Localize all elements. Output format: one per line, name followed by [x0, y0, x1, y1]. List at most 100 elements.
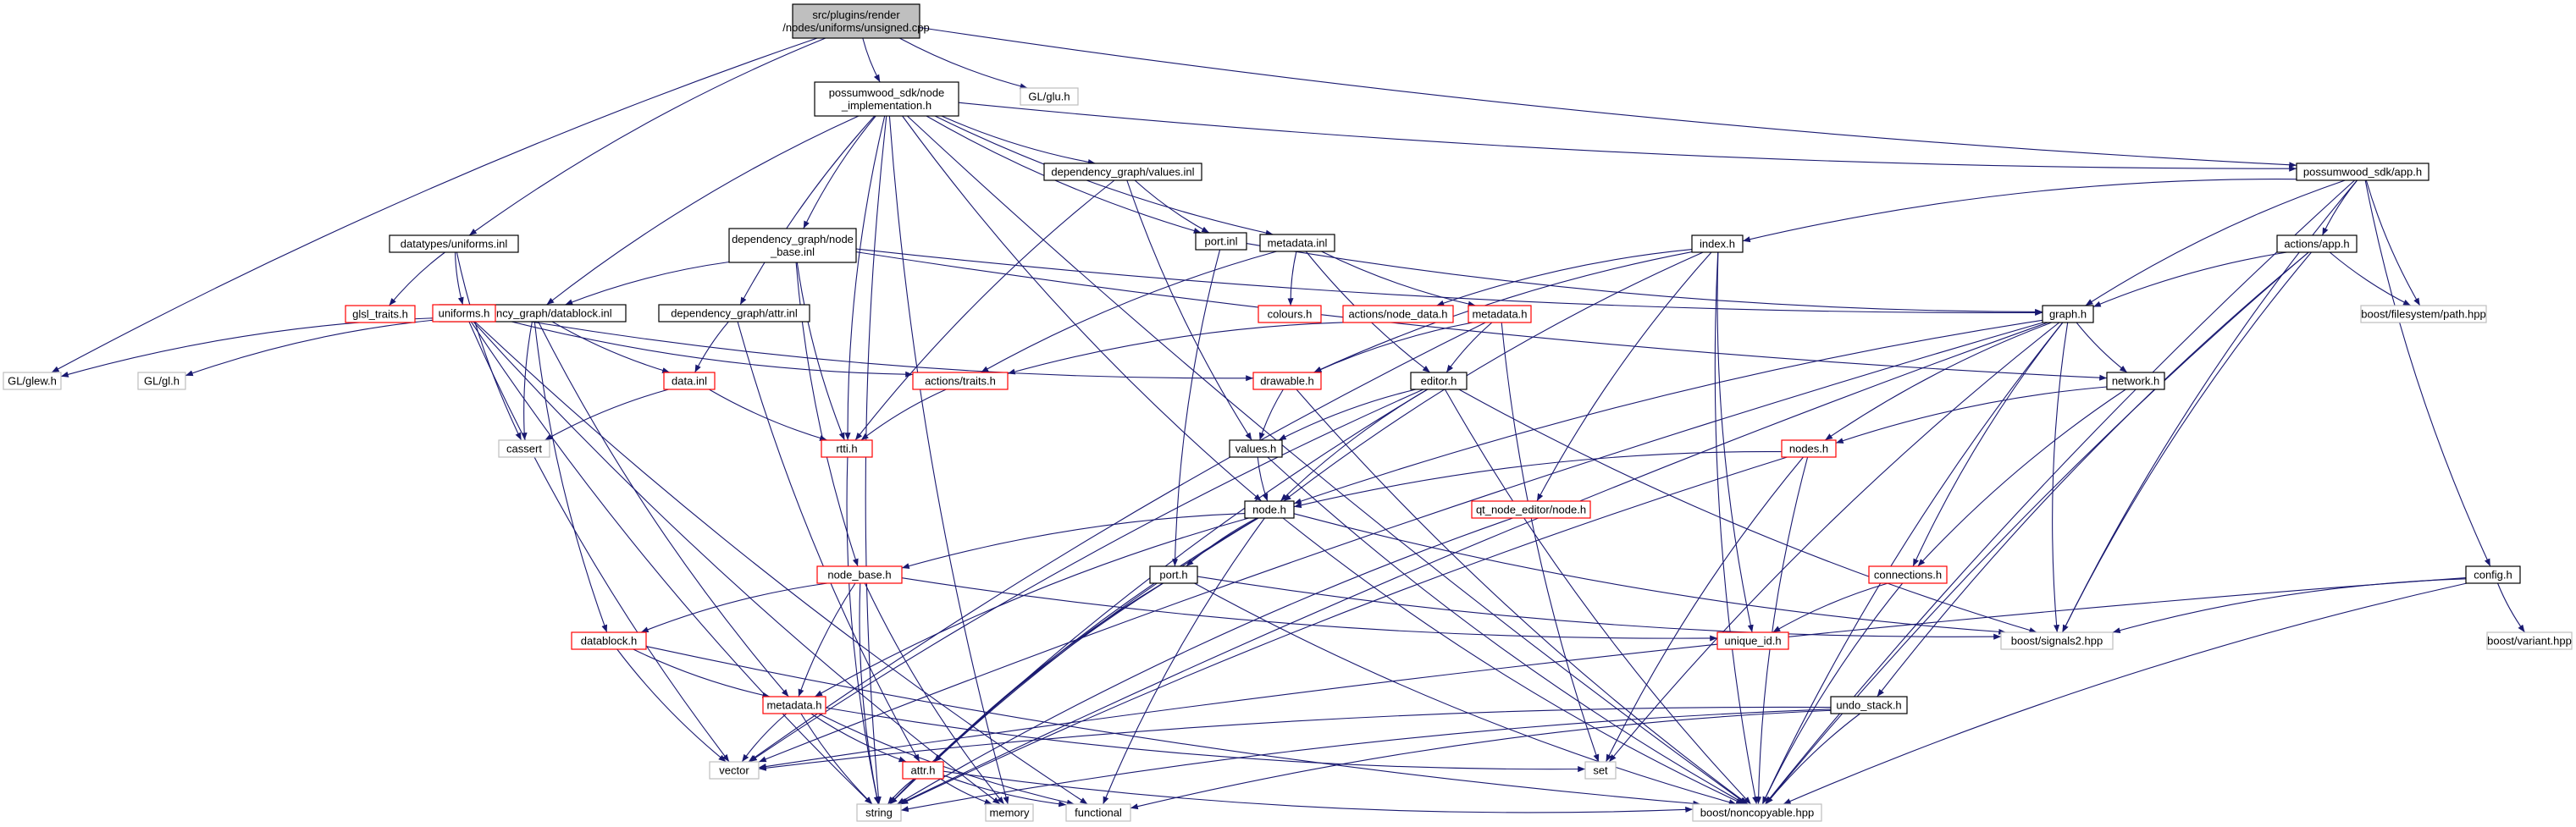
edge-metadata_inl-to-traits_h — [981, 251, 1277, 373]
file-node-port-h[interactable]: port.h — [1149, 565, 1198, 584]
file-node-values-h[interactable]: values.h — [1229, 439, 1283, 458]
edge-nodebase_inl-to-rtti_h — [796, 262, 845, 441]
edge-nodeimpl-to-rtti_h — [844, 115, 886, 441]
file-node-data-inl[interactable]: data.inl — [663, 372, 716, 390]
file-node-attr-inl[interactable]: dependency_graph/attr.inl — [658, 304, 810, 323]
node-label: attr.h — [911, 764, 936, 777]
edge-config_h-to-signals2 — [2112, 578, 2467, 634]
edge-nodeimpl-to-attr_inl — [739, 115, 876, 306]
edge-node_h-to-functional — [1103, 517, 1265, 805]
edge-traits_h-to-rtti_h — [860, 389, 947, 441]
file-node-app-h[interactable]: possumwood_sdk/app.h — [2296, 163, 2430, 181]
node-box — [1043, 163, 1202, 181]
file-node-uniforms-inl[interactable]: datatypes/uniforms.inl — [389, 234, 519, 253]
node-box — [1468, 305, 1532, 323]
file-node-undo-stack[interactable]: undo_stack.h — [1830, 696, 1908, 714]
file-node-values-inl[interactable]: dependency_graph/values.inl — [1043, 163, 1202, 181]
edge-uniforms_h-to-vector — [468, 321, 730, 763]
edge-node_h-to-attr_h — [933, 517, 1258, 763]
file-node-node-base-h[interactable]: node_base.h — [816, 565, 903, 584]
file-node-nodeimpl[interactable]: possumwood_sdk/node_implementation.h — [814, 81, 959, 117]
node-box — [2106, 372, 2165, 390]
file-node-rtti-h[interactable]: rtti.h — [821, 439, 873, 458]
edge-node_h-to-port_h — [1186, 517, 1258, 567]
edge-drawable_h-to-noncopyable — [1296, 389, 1749, 805]
edge-root-to-app_h — [919, 26, 2297, 168]
edge-app_h-to-graph_h — [2085, 179, 2346, 306]
node-label: editor.h — [1421, 375, 1457, 388]
edge-datablock_inl-to-metadata_h2 — [538, 321, 789, 697]
edge-metadata_inl-to-metadata_h1 — [1321, 251, 1476, 307]
file-node-uniforms-h[interactable]: uniforms.h — [432, 304, 496, 323]
node-box — [1149, 565, 1198, 584]
file-node-nodes-h[interactable]: nodes.h — [1781, 439, 1837, 458]
edge-editor_h-to-noncopyable — [1444, 389, 1752, 805]
node-label: src/plugins/render — [812, 8, 900, 21]
node-label: metadata.inl — [1268, 237, 1328, 250]
file-node-port-inl[interactable]: port.inl — [1195, 232, 1247, 251]
file-node-glgl: GL/gl.h — [137, 372, 186, 390]
edge-uniforms_h-to-functional — [474, 321, 1088, 805]
edge-port_inl-to-port_h — [1172, 249, 1221, 567]
edge-nodebase_inl-to-datablock_inl — [565, 261, 730, 306]
file-node-metadata-inl[interactable]: metadata.inl — [1259, 234, 1335, 252]
node-label: set — [1593, 764, 1608, 777]
file-node-node-data[interactable]: actions/node_data.h — [1342, 305, 1454, 323]
file-node-drawable-h[interactable]: drawable.h — [1252, 372, 1322, 390]
edge-nodeimpl-to-port_inl — [926, 115, 1202, 234]
edge-metadata_h2-to-vector — [741, 713, 788, 763]
node-label: dependency_graph/values.inl — [1051, 166, 1194, 179]
node-box — [1229, 439, 1283, 458]
node-box — [1342, 305, 1454, 323]
edge-nodeimpl-to-node_h — [902, 115, 1263, 502]
edge-node_h-to-metadata_h2 — [815, 517, 1249, 697]
edge-actions_app-to-fs_path — [2329, 251, 2412, 306]
file-node-attr-h[interactable]: attr.h — [902, 761, 944, 780]
file-node-unique-id[interactable]: unique_id.h — [1716, 631, 1789, 650]
file-nodes: src/plugins/render/nodes/uniforms/unsign… — [3, 3, 2573, 822]
node-label: string — [865, 807, 893, 819]
edge-values_inl-to-rtti_h — [854, 179, 1115, 441]
file-node-connections-h[interactable]: connections.h — [1868, 565, 1948, 584]
node-label: node.h — [1252, 504, 1286, 516]
node-box — [2276, 234, 2358, 253]
node-box — [1020, 87, 1079, 106]
edge-graph_h-to-network_h — [2076, 322, 2128, 373]
file-node-colours[interactable]: colours.h — [1258, 305, 1322, 323]
edge-nodeimpl-to-metadata_inl — [934, 115, 1274, 236]
node-box — [816, 565, 903, 584]
file-node-qt-node[interactable]: qt_node_editor/node.h — [1471, 500, 1591, 519]
edge-app_h-to-config_h — [2364, 179, 2491, 567]
file-node-network-h[interactable]: network.h — [2106, 372, 2165, 390]
node-label: memory — [990, 807, 1030, 819]
file-node-metadata-h1[interactable]: metadata.h — [1468, 305, 1532, 323]
node-box — [2296, 163, 2430, 181]
node-label: connections.h — [1874, 569, 1942, 582]
edge-root-to-nodeimpl — [862, 37, 881, 83]
file-node-node-h[interactable]: node.h — [1244, 500, 1295, 519]
file-node-datablock-h[interactable]: datablock.h — [571, 631, 647, 650]
node-label: drawable.h — [1260, 375, 1314, 388]
node-label: cassert — [506, 443, 542, 455]
file-node-index-h[interactable]: index.h — [1691, 234, 1744, 253]
file-node-config-h[interactable]: config.h — [2465, 565, 2521, 584]
file-node-editor-h[interactable]: editor.h — [1410, 372, 1468, 390]
node-box — [792, 3, 920, 39]
file-node-metadata-h2[interactable]: metadata.h — [762, 696, 826, 714]
edge-actions_app-to-signals2 — [2062, 251, 2312, 633]
edge-node_data-to-traits_h — [1007, 322, 1344, 375]
file-node-actions-app[interactable]: actions/app.h — [2276, 234, 2358, 253]
file-node-glsl-traits[interactable]: glsl_traits.h — [345, 305, 416, 323]
node-box — [2000, 631, 2114, 650]
node-box — [2486, 631, 2573, 650]
node-box — [1471, 500, 1591, 519]
node-label: boost/variant.hpp — [2487, 635, 2572, 648]
node-label: datablock.h — [581, 635, 638, 648]
file-node-traits-h[interactable]: actions/traits.h — [912, 372, 1009, 390]
file-node-glew: GL/glew.h — [3, 372, 62, 390]
edge-metadata_h2-to-set — [825, 707, 1586, 773]
edge-uniforms_inl-to-glsl_traits — [389, 251, 445, 306]
file-node-graph-h[interactable]: graph.h — [2042, 305, 2094, 323]
node-label: unique_id.h — [1724, 635, 1781, 648]
file-node-nodebase-inl[interactable]: dependency_graph/node_base.inl — [728, 228, 857, 263]
